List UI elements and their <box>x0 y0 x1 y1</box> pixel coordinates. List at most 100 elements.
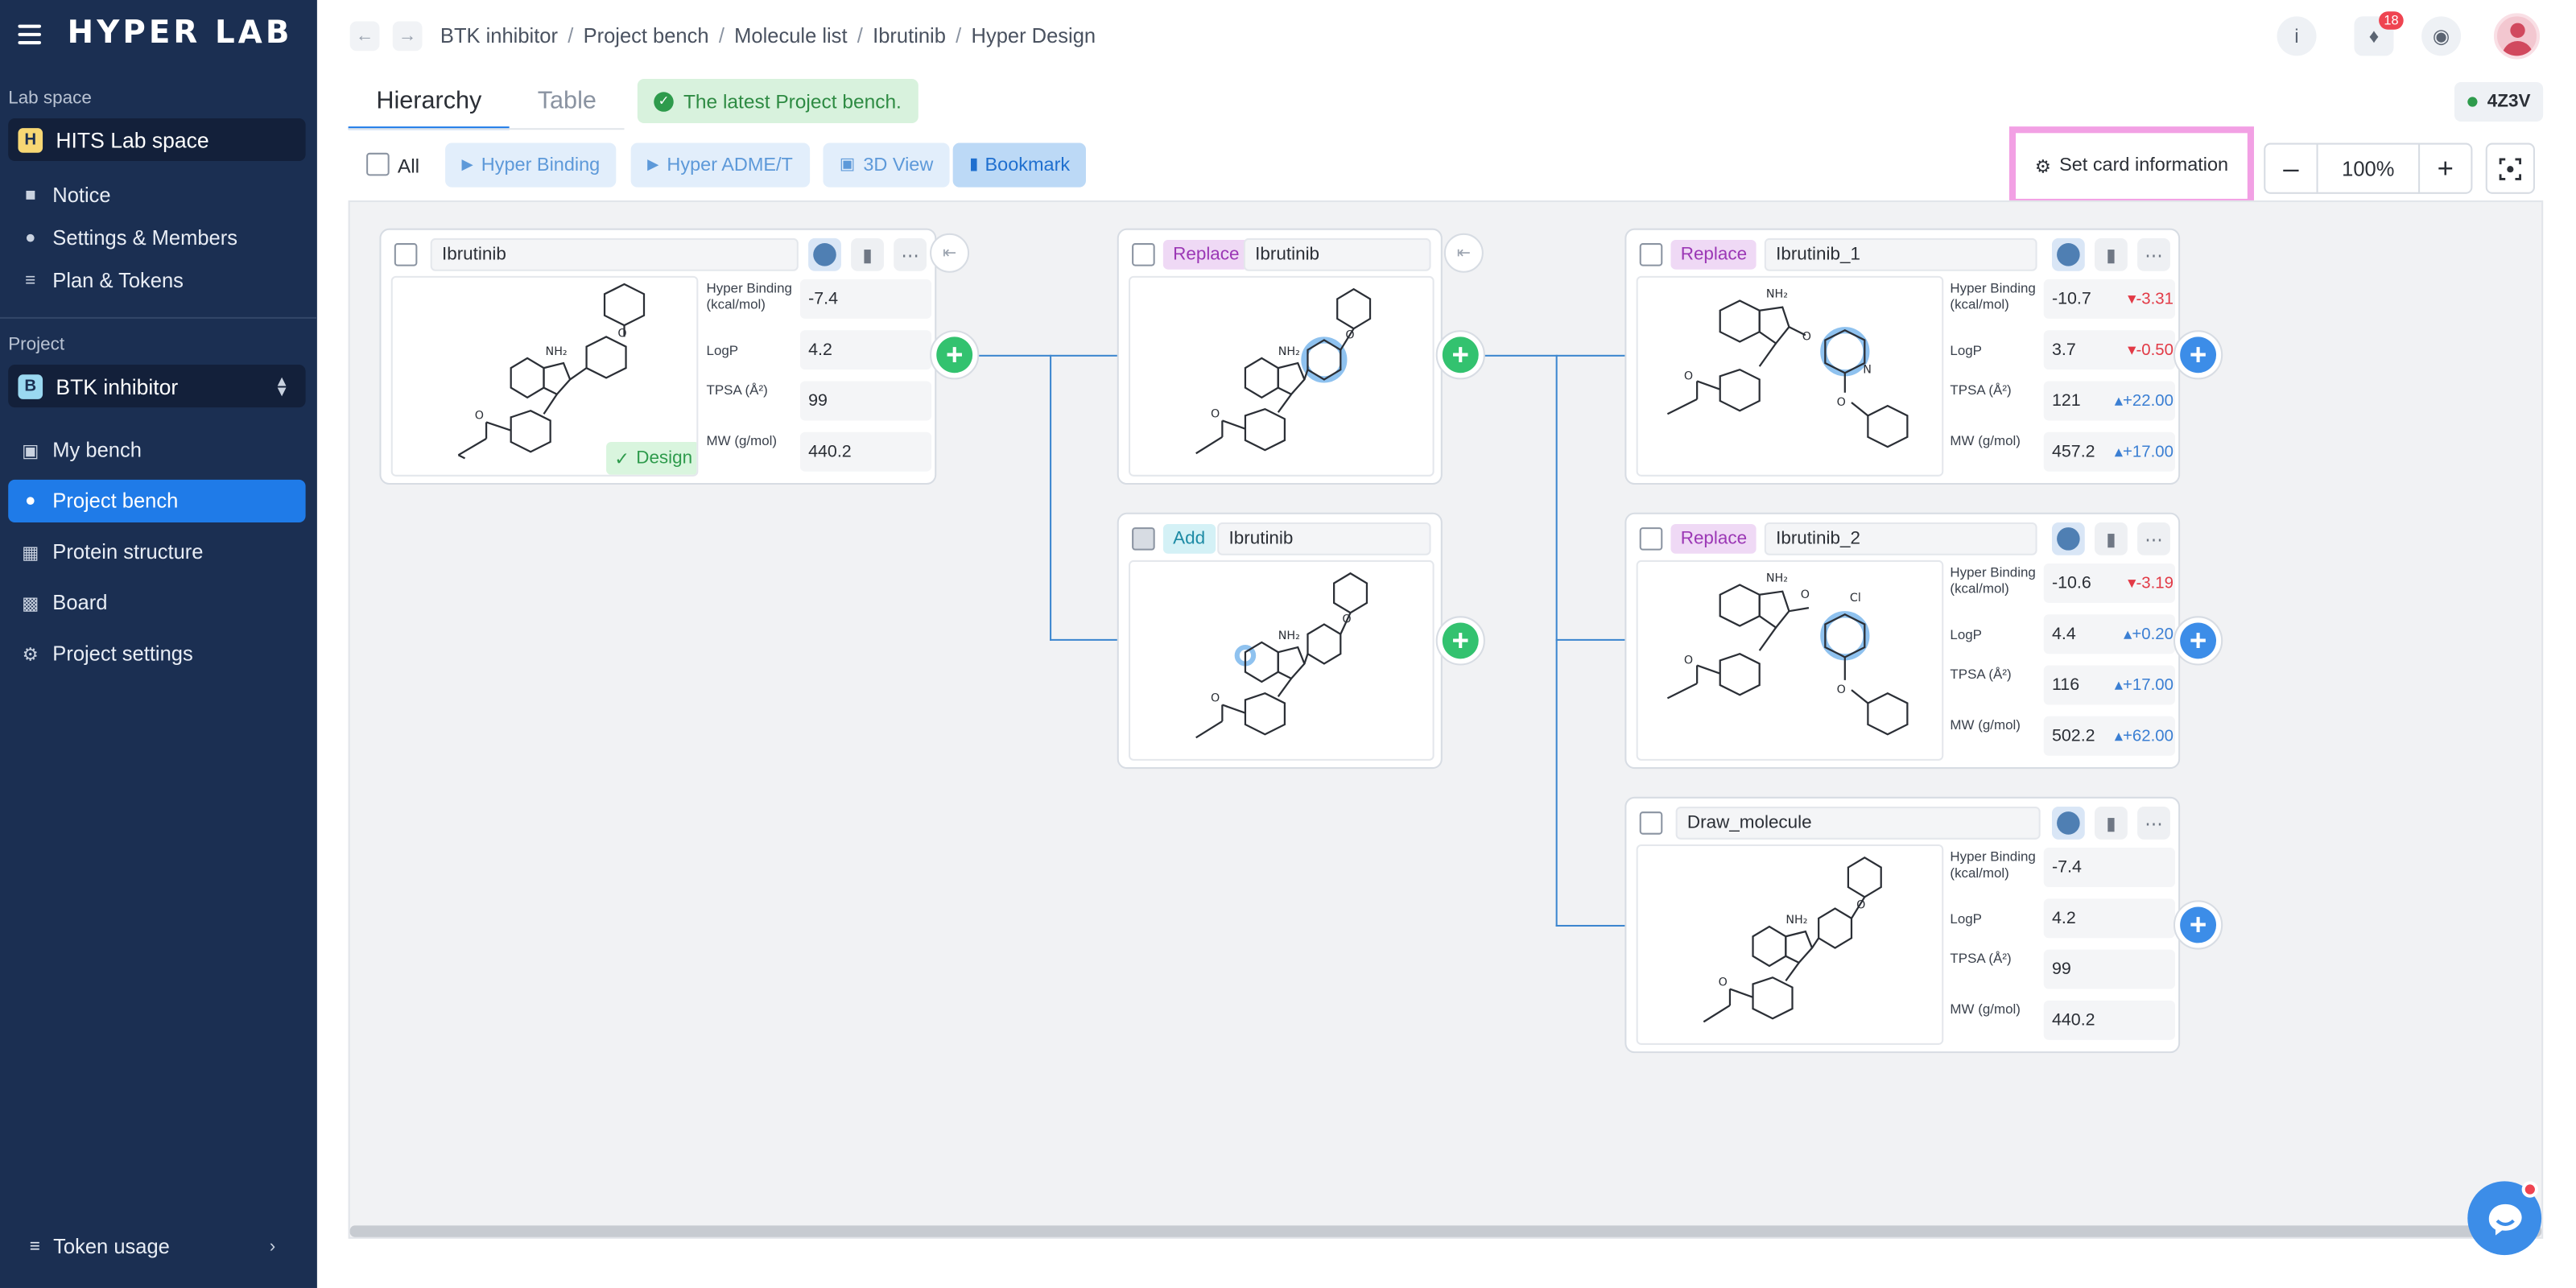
set-card-information-button[interactable]: ⚙ Set card information <box>2008 126 2254 206</box>
bookmark-icon[interactable]: ▮ <box>2095 807 2128 840</box>
bookmark-button[interactable]: ▮Bookmark <box>952 142 1087 188</box>
atom-label: O <box>1684 369 1693 382</box>
atom-label: O <box>1856 899 1865 912</box>
property-row: LogP 4.4 ▴+0.20 <box>1950 614 2180 654</box>
menu-icon[interactable] <box>18 24 42 45</box>
bookmark-icon[interactable]: ▮ <box>851 237 884 271</box>
tab-hierarchy[interactable]: Hierarchy <box>348 76 510 130</box>
collapse-icon[interactable]: ⇤ <box>930 233 970 273</box>
lab-space-selector[interactable]: H HITS Lab space <box>8 118 306 161</box>
card-name-field[interactable]: Ibrutinib_1 <box>1764 237 2037 271</box>
add-child-button[interactable]: + <box>1442 622 1479 659</box>
molecule-structure[interactable]: O NH₂ O <box>1636 844 1944 1045</box>
project-selector[interactable]: B BTK inhibitor ▲▼ <box>8 365 306 408</box>
horizontal-scrollbar[interactable] <box>349 1225 2542 1237</box>
molecule-card[interactable]: Add Ibrutinib O NH₂ O <box>1117 512 1443 770</box>
add-tag: Add <box>1162 524 1216 554</box>
sidebar-item-settings-members[interactable]: ● Settings & Members <box>8 217 305 259</box>
property-row: TPSA (Å²) 116 ▴+17.00 <box>1950 665 2180 705</box>
property-list: Hyper Binding (kcal/mol) -7.4 LogP 4.2 T… <box>707 279 937 477</box>
add-child-button[interactable]: + <box>2180 906 2217 943</box>
property-row: TPSA (Å²) 99 <box>707 381 937 421</box>
breadcrumb-item[interactable]: Project bench <box>583 24 709 48</box>
card-checkbox[interactable] <box>1639 811 1663 835</box>
sidebar-item-project-settings[interactable]: ⚙ Project settings <box>8 633 305 675</box>
replace-tag: Replace <box>1162 239 1249 270</box>
molecule-card[interactable]: Replace Ibrutinib_2 ▮ ⋯ NH₂ O Cl O O Hyp <box>1624 512 2181 770</box>
hyper-admet-button[interactable]: ▶Hyper ADME/T <box>630 142 810 188</box>
add-child-button[interactable]: + <box>1442 336 1479 374</box>
card-name-field[interactable]: Ibrutinib <box>430 237 799 271</box>
add-child-button[interactable]: + <box>936 336 973 374</box>
property-label: Hyper Binding (kcal/mol) <box>1950 848 2036 881</box>
molecule-structure[interactable]: NH₂ O N O O <box>1636 275 1944 477</box>
sidebar-item-board[interactable]: ▩ Board <box>8 581 305 624</box>
tab-table[interactable]: Table <box>537 87 597 115</box>
sidebar-item-plan-tokens[interactable]: ≡ Plan & Tokens <box>8 259 305 302</box>
token-usage-button[interactable]: ≡ Token usage › <box>30 1236 275 1259</box>
molecule-card[interactable]: Replace Ibrutinib O NH₂ O <box>1117 228 1443 485</box>
molecule-structure[interactable]: O NH₂ O <box>1129 275 1435 477</box>
molecule-card[interactable]: Ibrutinib ▮ ⋯ O NH₂ O ✓ Design Hyper Bi <box>379 228 937 485</box>
zoom-out-button[interactable]: – <box>2283 151 2299 184</box>
more-icon[interactable]: ⋯ <box>894 237 927 271</box>
property-row: LogP 4.2 <box>707 330 937 370</box>
zoom-in-button[interactable]: + <box>2437 151 2454 184</box>
card-checkbox[interactable] <box>1639 527 1663 551</box>
card-name-field[interactable]: Ibrutinib_2 <box>1764 522 2037 555</box>
user-icon[interactable] <box>2051 237 2085 271</box>
hyper-binding-button[interactable]: ▶Hyper Binding <box>445 142 617 188</box>
card-name-field[interactable]: Ibrutinib <box>1243 237 1431 271</box>
molecule-card[interactable]: Replace Ibrutinib_1 ▮ ⋯ NH₂ O N O O Hype <box>1624 228 2181 485</box>
chat-support-button[interactable] <box>2467 1181 2542 1256</box>
delta-value: -3.31 <box>2136 290 2174 308</box>
avatar[interactable] <box>2493 13 2541 60</box>
structure-code: 4Z3V <box>2487 92 2531 112</box>
card-name-field[interactable]: Ibrutinib <box>1217 522 1431 555</box>
add-child-button[interactable]: + <box>2180 336 2217 374</box>
sidebar-item-my-bench[interactable]: ▣ My bench <box>8 429 305 472</box>
bell-icon[interactable]: ♦18 <box>2354 11 2404 56</box>
add-child-button[interactable]: + <box>2180 622 2217 659</box>
breadcrumb-item[interactable]: Ibrutinib <box>873 24 946 48</box>
forward-arrow-icon[interactable]: → <box>392 21 423 52</box>
more-icon[interactable]: ⋯ <box>2137 237 2170 271</box>
fit-screen-icon[interactable] <box>2485 142 2535 194</box>
sidebar-item-notice[interactable]: ■ Notice <box>8 174 305 217</box>
user-icon[interactable] <box>808 237 841 271</box>
molecule-structure[interactable]: NH₂ O Cl O O <box>1636 559 1944 761</box>
card-checkbox[interactable] <box>394 243 418 266</box>
sidebar-item-protein-structure[interactable]: ▦ Protein structure <box>8 530 305 573</box>
info-icon[interactable]: i <box>2277 16 2317 56</box>
user-icon[interactable] <box>2051 807 2085 840</box>
design-badge[interactable]: ✓ Design <box>606 441 697 475</box>
more-icon[interactable]: ⋯ <box>2137 807 2170 840</box>
app-logo[interactable]: HYPER LAB <box>67 14 293 52</box>
zoom-level[interactable]: 100% <box>2316 142 2421 194</box>
card-checkbox[interactable] <box>1132 243 1155 266</box>
atom-label: NH₂ <box>1766 572 1788 584</box>
user-icon[interactable] <box>2051 522 2085 555</box>
delta-value: +22.00 <box>2122 391 2174 411</box>
structure-code-badge[interactable]: 4Z3V <box>2454 82 2544 122</box>
card-checkbox[interactable] <box>1132 527 1155 551</box>
more-icon[interactable]: ⋯ <box>2137 522 2170 555</box>
card-checkbox[interactable] <box>1639 243 1663 266</box>
globe-icon[interactable]: ◉ <box>2421 16 2462 56</box>
collapse-icon[interactable]: ⇤ <box>1443 233 1484 273</box>
molecule-structure[interactable]: O NH₂ O ✓ Design <box>390 275 699 477</box>
breadcrumb-item[interactable]: BTK inhibitor <box>440 24 558 48</box>
bookmark-icon[interactable]: ▮ <box>2095 522 2128 555</box>
design-badge-label: Design <box>636 448 693 469</box>
bookmark-icon[interactable]: ▮ <box>2095 237 2128 271</box>
molecule-structure[interactable]: O NH₂ O <box>1129 559 1435 761</box>
molecule-drawing: O NH₂ O <box>457 283 646 460</box>
3d-view-button[interactable]: ▣3D View <box>823 142 950 188</box>
card-name-field[interactable]: Draw_molecule <box>1675 807 2041 840</box>
select-all-checkbox[interactable] <box>366 152 390 176</box>
sidebar-item-project-bench[interactable]: ● Project bench <box>8 479 306 522</box>
gear-icon: ⚙ <box>22 645 39 665</box>
back-arrow-icon[interactable]: ← <box>349 21 380 52</box>
breadcrumb-item[interactable]: Molecule list <box>734 24 848 48</box>
molecule-card[interactable]: Draw_molecule ▮ ⋯ O NH₂ O Hyper Binding … <box>1624 796 2181 1054</box>
